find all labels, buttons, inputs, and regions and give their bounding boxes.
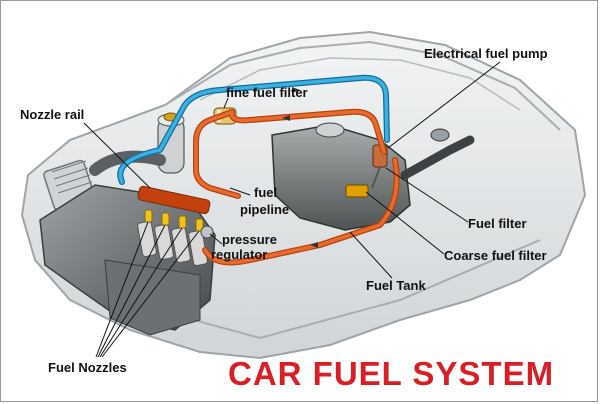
intake-manifold [137,221,208,266]
label-fuel-tank: Fuel Tank [366,278,426,293]
filler-cap [430,128,450,142]
car-window-line [199,57,521,111]
fuel-nozzles [144,209,204,232]
flow-arrows [282,87,318,248]
car-roof-line [164,40,561,131]
grille [51,160,93,194]
label-fuel-nozzles: Fuel Nozzles [48,360,127,375]
label-fuel-filter: Fuel filter [468,216,527,231]
filler-pipe [400,135,475,180]
label-pressure-regulator-line2: regulator [211,247,268,262]
tank-filler-neck [315,122,345,138]
label-pressure-regulator-line1: pressure [222,232,277,247]
callout-lines [83,61,501,358]
label-electrical-fuel-pump: Electrical fuel pump [424,46,548,61]
air-hose [89,150,166,176]
label-fuel-pipeline-line1: fuel [254,185,278,200]
engine-lower [104,259,201,336]
nozzle-rail [137,185,211,215]
coarse-filter [345,184,369,198]
pump-pickup [371,166,381,189]
diagram-title: CAR FUEL SYSTEM [228,355,555,392]
pressure-regulator [200,225,214,239]
label-fuel-pipeline-line2: pipeline [240,202,290,217]
label-fine-fuel-filter: fine fuel filter [226,85,308,100]
label-coarse-fuel-filter: Coarse fuel filter [444,248,547,263]
label-nozzle-rail: Nozzle rail [20,107,85,122]
